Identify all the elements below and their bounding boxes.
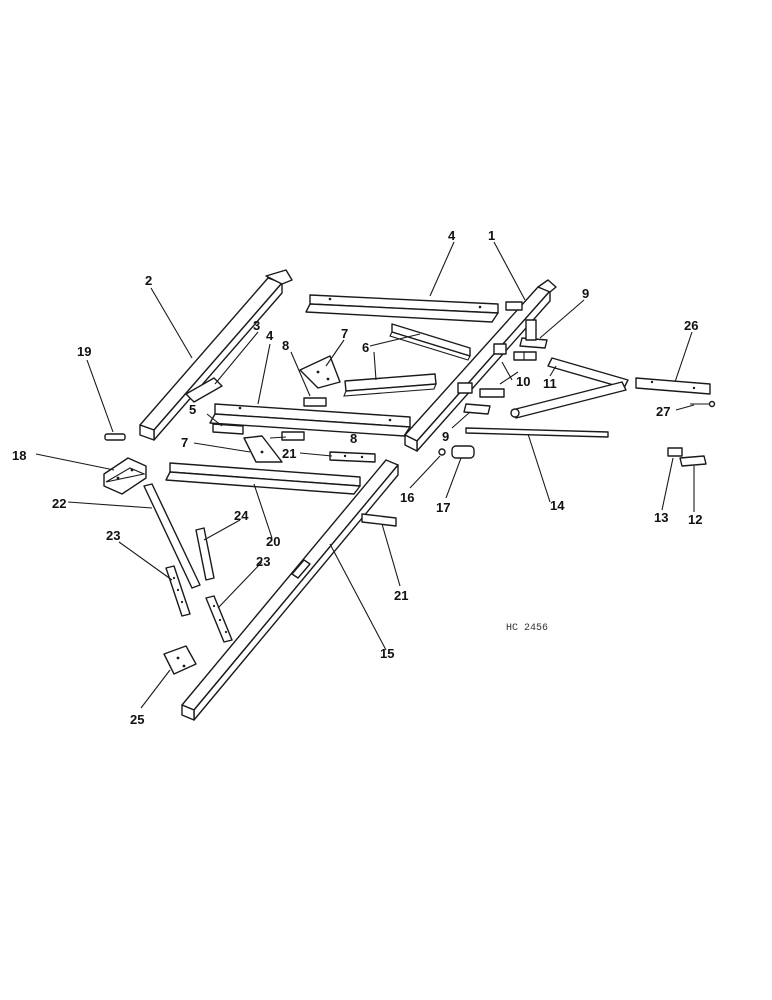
callout-21-lower: 21 (394, 588, 408, 603)
callout-1: 1 (488, 228, 495, 243)
callout-8-upper: 8 (282, 338, 289, 353)
part-8-plate-lower (281, 431, 305, 441)
part-24-strap (195, 527, 215, 581)
callout-21-upper: 21 (282, 446, 296, 461)
part-16-pin (438, 448, 446, 456)
callout-20: 20 (266, 534, 280, 549)
callout-11: 11 (543, 376, 557, 391)
part-19-pin (104, 433, 126, 441)
callout-15: 15 (380, 646, 394, 661)
callout-labels: 1 2 3 4 4 5 6 7 7 8 8 9 9 10 11 12 13 14… (12, 228, 702, 727)
part-12-plate (679, 455, 707, 467)
part-3-bracket (185, 377, 223, 403)
callout-2: 2 (145, 273, 152, 288)
callout-23-right: 23 (256, 554, 270, 569)
callout-25: 25 (130, 712, 144, 727)
part-11-arm (510, 357, 629, 419)
callout-5: 5 (189, 402, 196, 417)
part-6-channel-lower (343, 373, 437, 397)
callout-7-upper: 7 (341, 326, 348, 341)
callout-9-upper: 9 (582, 286, 589, 301)
part-4-upper-beam (305, 294, 499, 323)
callout-13: 13 (654, 510, 668, 525)
callout-10: 10 (516, 374, 530, 389)
callout-8-lower: 8 (350, 431, 357, 446)
callout-19: 19 (77, 344, 91, 359)
part-7-gusset-upper (299, 355, 341, 389)
callout-17: 17 (436, 500, 450, 515)
reference-code: HC 2456 (506, 623, 548, 634)
callout-4-upper: 4 (448, 228, 456, 243)
part-27-bolt (690, 400, 716, 408)
part-26-plate (635, 377, 711, 395)
part-21-bar-upper (329, 451, 376, 463)
callout-3: 3 (253, 318, 260, 333)
callout-14: 14 (550, 498, 565, 513)
part-25-plate (163, 645, 197, 675)
part-20-lower-beam (165, 462, 361, 495)
part-18-bracket-assembly (103, 457, 147, 495)
part-23-perforated-bar-left (165, 565, 191, 617)
callout-22: 22 (52, 496, 66, 511)
part-17-bushing (451, 445, 475, 459)
callout-6: 6 (362, 340, 369, 355)
callout-26: 26 (684, 318, 698, 333)
part-10-fastener-cluster (457, 319, 537, 398)
part-13-clip (667, 447, 683, 457)
part-6-channel-upper (389, 323, 471, 361)
part-4-middle-beam (209, 403, 411, 437)
part-2-diagonal-tube (139, 269, 293, 441)
callout-27: 27 (656, 404, 670, 419)
part-21-bar-lower (361, 513, 397, 527)
callout-23-left: 23 (106, 528, 120, 543)
part-5-plate (212, 423, 244, 435)
callout-16: 16 (400, 490, 414, 505)
part-22-strap (143, 483, 201, 589)
callout-4-middle: 4 (266, 328, 274, 343)
callout-7-lower: 7 (181, 435, 188, 450)
part-14-rod (465, 427, 609, 438)
callout-9-lower: 9 (442, 429, 449, 444)
callout-24: 24 (234, 508, 249, 523)
part-7-gusset-lower (243, 435, 283, 463)
part-8-plate-upper (303, 397, 327, 407)
callout-18: 18 (12, 448, 26, 463)
part-9-bracket-lower (463, 403, 491, 415)
part-1-diagonal-tube (404, 279, 557, 452)
part-15-lower-tube (181, 459, 399, 721)
part-23-perforated-bar-right (205, 595, 233, 643)
leader-lines (35, 241, 695, 709)
callout-12: 12 (688, 512, 702, 527)
